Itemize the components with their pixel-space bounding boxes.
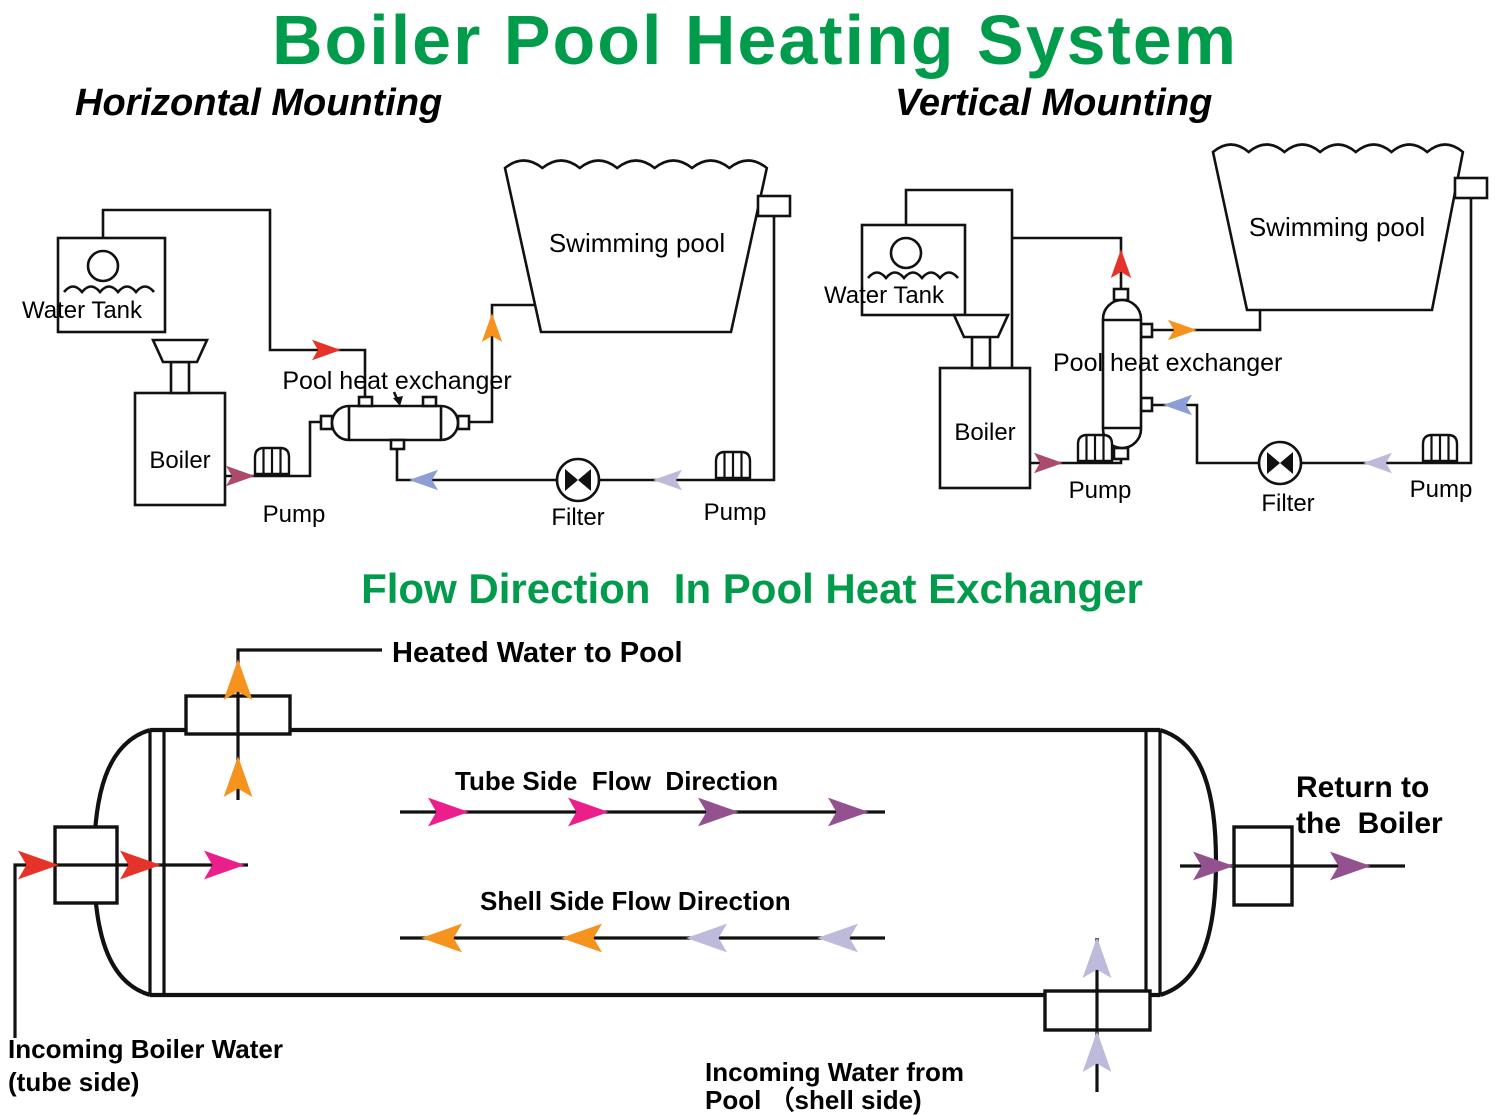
water-tank-label: Water Tank (824, 282, 945, 309)
filter-icon (555, 457, 601, 503)
swimming-pool-label: Swimming pool (549, 228, 725, 258)
incoming-pool-label-line2: Pool （shell side) (705, 1085, 922, 1115)
heat-exchanger-shell (1101, 298, 1143, 450)
heat-exchanger-nub (389, 438, 406, 451)
heated-water-label: Heated Water to Pool (392, 637, 683, 669)
pipe-boiler-to-hx (225, 420, 321, 478)
flow-heading: Flow Direction In Pool Heat Exchanger (361, 565, 1143, 612)
vertical-heading: Vertical Mounting (895, 82, 1212, 124)
heat-exchanger-nub (1139, 322, 1154, 339)
pool-skimmer (756, 194, 792, 218)
pump-icon (714, 450, 752, 480)
pump-left-label: Pump (1069, 477, 1132, 504)
horizontal-heading: Horizontal Mounting (75, 82, 442, 124)
horizontal-mounting-section: Horizontal Mounting Water Tank Boiler Pu… (22, 82, 792, 531)
boiler-flue (970, 335, 992, 370)
filter-label: Filter (1261, 490, 1314, 517)
incoming-pool-label-line1: Incoming Water from (705, 1057, 964, 1087)
boiler-label: Boiler (954, 419, 1015, 446)
swimming-pool (503, 159, 769, 334)
pipe-tank-to-hx (101, 208, 367, 397)
pipe-hx-return (1012, 236, 1123, 289)
return-label-line2: the Boiler (1296, 807, 1443, 840)
page-title: Boiler Pool Heating System (272, 1, 1238, 79)
pump-right-label: Pump (704, 499, 767, 526)
heat-exchanger-shell (330, 404, 460, 442)
pump-icon (1076, 433, 1114, 463)
swimming-pool-label: Swimming pool (1249, 212, 1425, 242)
tank-water-line (62, 285, 156, 295)
filter-label: Filter (551, 504, 604, 531)
heat-exchanger-nub (1112, 446, 1130, 461)
boiler-body (133, 391, 227, 507)
boiler-flue (169, 360, 191, 395)
heat-exchanger-nub (1139, 396, 1154, 413)
water-tank-label: Water Tank (22, 297, 143, 324)
incoming-boiler-line (13, 863, 248, 1038)
heated-water-line (236, 648, 382, 800)
heat-exchanger-label: Pool heat exchanger (1053, 349, 1282, 377)
pump-icon (1421, 433, 1459, 463)
return-label-line1: Return to (1296, 771, 1429, 804)
heat-exchanger-label: Pool heat exchanger (282, 367, 511, 395)
label-pointer-arrowhead (393, 396, 403, 406)
heat-exchanger-nub (456, 414, 471, 431)
pump-left-label: Pump (263, 501, 326, 528)
boiler-body (938, 366, 1032, 490)
heat-exchanger-nub (319, 414, 334, 431)
vertical-mounting-section: Vertical Mounting Water Tank Boiler Swim… (824, 82, 1489, 517)
swimming-pool (1211, 143, 1465, 312)
incoming-boiler-label-line1: Incoming Boiler Water (8, 1034, 283, 1064)
pump-icon (253, 446, 291, 476)
tank-water-line (866, 271, 960, 281)
heat-exchanger-nub (421, 395, 438, 408)
heat-exchanger-nub (1112, 287, 1130, 302)
float-ball (889, 236, 923, 270)
tube-side-label: Tube Side Flow Direction (455, 766, 778, 796)
filter-icon (1257, 440, 1303, 486)
pump-right-label: Pump (1410, 476, 1473, 503)
pipe-hx-to-pool (469, 303, 536, 424)
incoming-boiler-label-line2: (tube side) (8, 1067, 139, 1097)
boiler-label: Boiler (149, 447, 210, 474)
pipe-tank-to-boiler (904, 188, 1014, 368)
heat-exchanger-nub (357, 395, 374, 408)
float-ball (86, 249, 120, 283)
pool-skimmer (1453, 176, 1489, 200)
boiler-flue-cap (951, 313, 1011, 339)
boiler-flue-cap (150, 338, 210, 364)
flow-direction-section: Flow Direction In Pool Heat Exchanger (8, 565, 1443, 1115)
shell-side-label: Shell Side Flow Direction (480, 886, 791, 916)
